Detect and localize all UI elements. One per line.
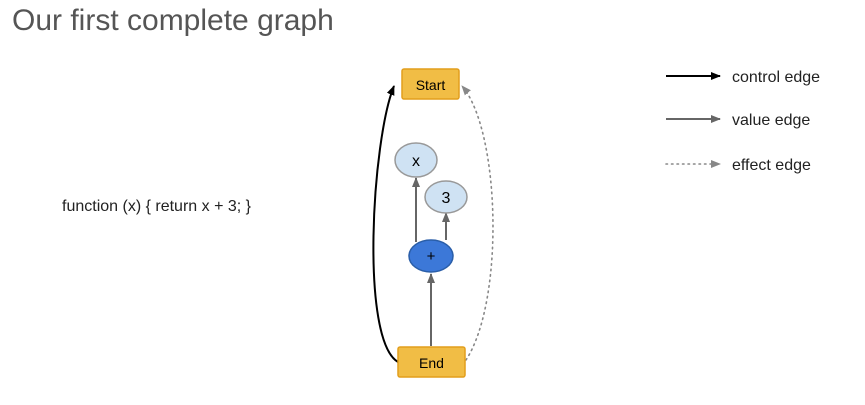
effect-edge-end-to-start xyxy=(461,85,494,361)
legend-control-edge-label: control edge xyxy=(732,69,820,86)
end-node: End xyxy=(397,346,466,378)
start-node-label: Start xyxy=(416,77,446,93)
slide-title: Our first complete graph xyxy=(12,4,334,37)
param-x-node-label: x xyxy=(412,153,420,170)
end-node-label: End xyxy=(419,355,444,371)
legend-effect-edge-label: effect edge xyxy=(732,157,811,174)
legend: control edge value edge effect edge xyxy=(665,69,820,174)
code-snippet: function (x) { return x + 3; } xyxy=(62,198,251,215)
control-edge-end-to-start xyxy=(372,85,399,363)
param-x-node: x xyxy=(394,142,438,178)
legend-value-edge-label: value edge xyxy=(732,112,810,129)
add-node-label: + xyxy=(427,248,436,265)
start-node: Start xyxy=(401,68,460,100)
const-3-node-label: 3 xyxy=(442,190,451,207)
add-node: + xyxy=(408,239,454,273)
const-3-node: 3 xyxy=(424,180,468,214)
